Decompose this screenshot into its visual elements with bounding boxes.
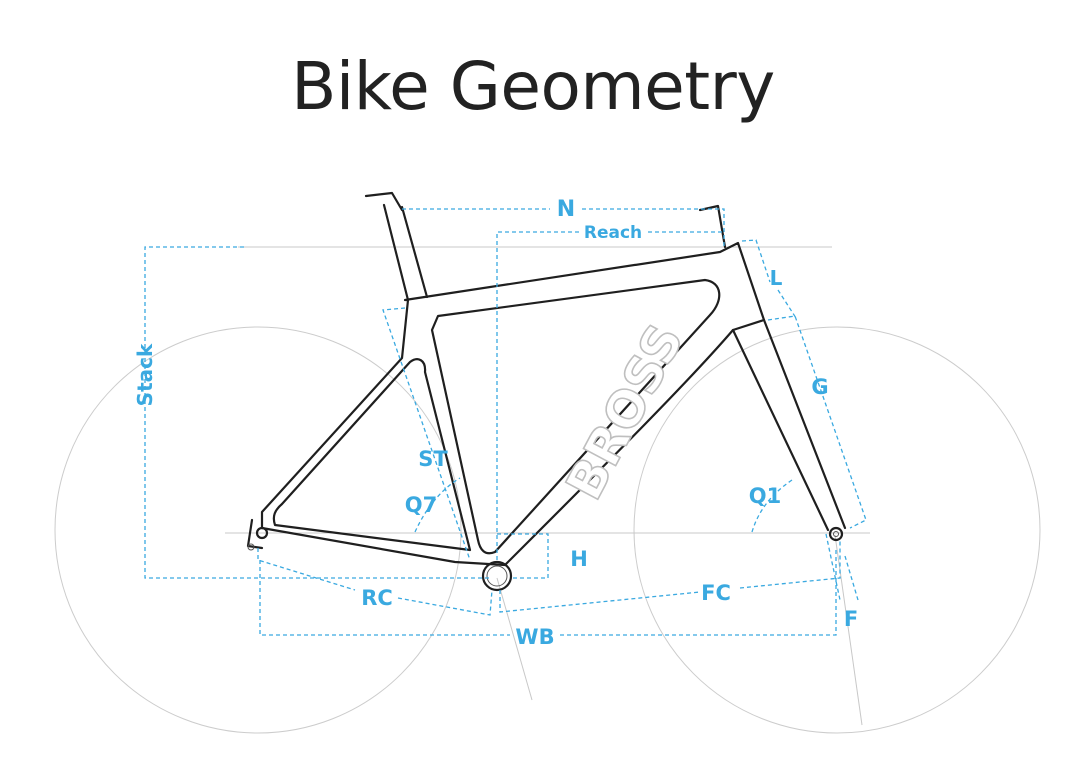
label-g: G (811, 375, 828, 399)
dim-wb-line (259, 548, 837, 636)
front-axle (828, 526, 844, 542)
frame-brand-logo: BROSS (555, 315, 695, 509)
dim-f-line (825, 533, 859, 601)
bike-frame (246, 191, 847, 592)
label-stack: Stack (133, 343, 157, 406)
label-rc: RC (361, 586, 393, 610)
label-q7: Q7 (405, 493, 437, 517)
label-f: F (844, 607, 858, 631)
seatpost (382, 203, 429, 302)
derailleur-hanger (247, 543, 255, 551)
label-q1: Q1 (749, 484, 781, 508)
dim-reach-line (496, 231, 722, 560)
front-axle-center (833, 531, 839, 537)
saddle-clamp (364, 191, 404, 212)
dim-h-line (497, 533, 549, 579)
fork (731, 318, 847, 532)
front-triangle (430, 278, 721, 555)
label-st: ST (418, 447, 448, 471)
label-wb: WB (515, 625, 554, 649)
dim-l-line (741, 239, 797, 319)
rear-triangle (272, 358, 472, 552)
dim-st-line (382, 307, 471, 561)
bottom-bracket (481, 560, 513, 592)
dim-rc-line (257, 548, 493, 616)
steerer-tube (698, 204, 727, 249)
front-wheel (633, 326, 1041, 734)
fork-extension-line (834, 534, 863, 726)
bottom-bracket-inner (486, 565, 508, 587)
dim-stack-line (144, 246, 490, 579)
dim-fc-line (499, 540, 841, 613)
label-l: L (770, 266, 783, 290)
label-fc: FC (701, 581, 731, 605)
frame-outline (260, 241, 766, 567)
dim-n-line (402, 208, 725, 247)
seat-tube-extension-line (496, 577, 533, 701)
dimension-labels: N Reach Stack L G ST Q7 Q1 H RC FC WB F (133, 197, 858, 649)
page-title: Bike Geometry (291, 48, 775, 125)
dim-g-line (767, 315, 867, 529)
dim-q7-arc (414, 477, 461, 533)
rear-wheel (54, 326, 462, 734)
label-n: N (557, 197, 575, 222)
dim-q1-arc (751, 479, 793, 533)
label-h: H (570, 547, 588, 571)
dimension-lines (144, 208, 867, 636)
rear-axle (255, 526, 269, 540)
label-reach: Reach (584, 223, 642, 243)
